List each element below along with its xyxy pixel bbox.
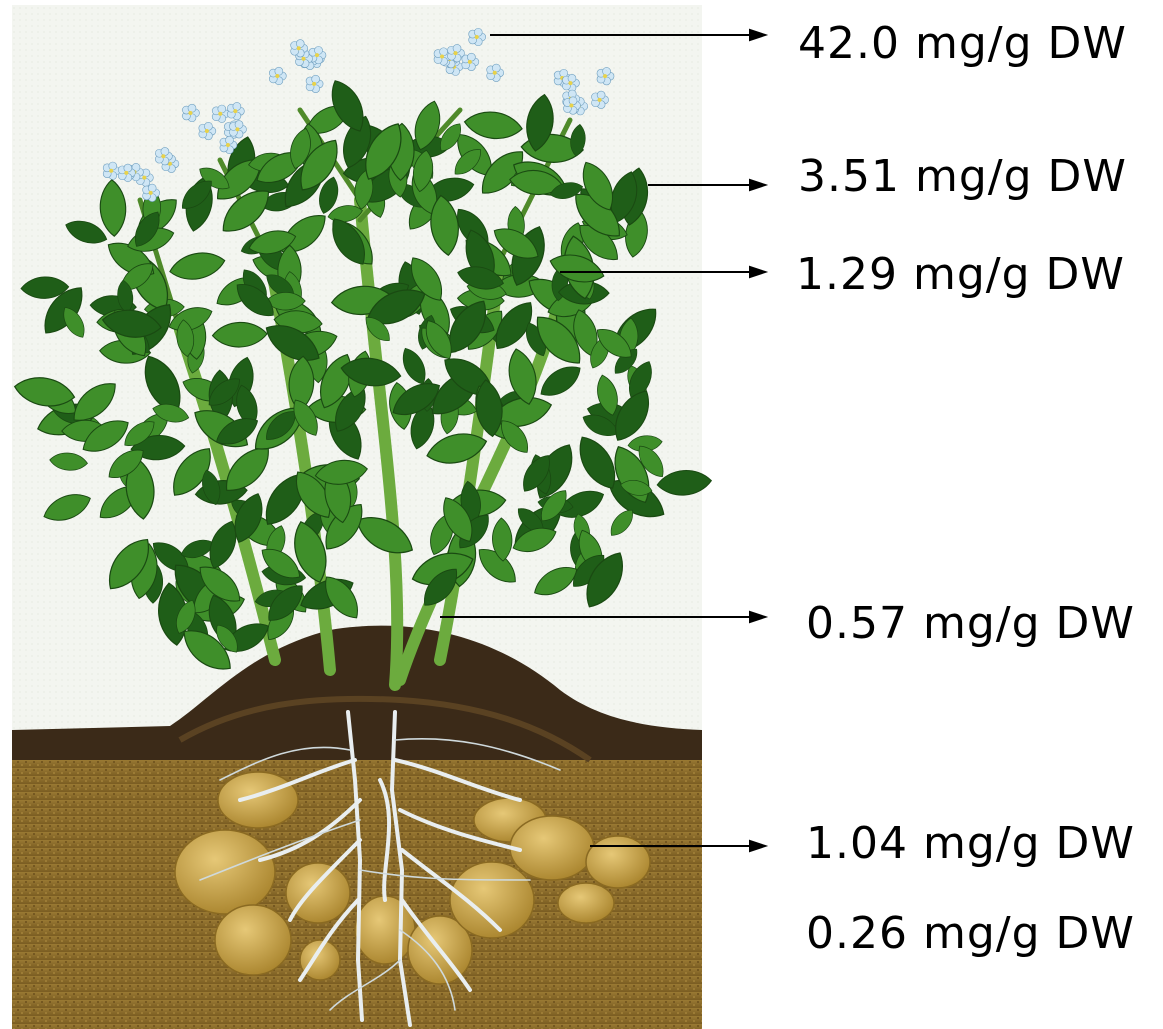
flower-center	[235, 127, 239, 131]
label-stem: 0.57 mg/g DW	[806, 602, 1135, 646]
flower-center	[233, 109, 237, 113]
flower-center	[453, 51, 457, 55]
arrowhead-icon	[750, 267, 765, 277]
flower-petal	[204, 122, 212, 130]
flower-petal	[603, 67, 611, 75]
arrowhead-icon	[750, 612, 765, 622]
flower-center	[205, 129, 209, 133]
flower-petal	[188, 104, 196, 112]
flower-petal	[161, 147, 169, 155]
arrowhead-icon	[750, 180, 765, 190]
flower-petal	[109, 162, 117, 170]
flower-center	[475, 35, 479, 39]
flower-center	[568, 81, 572, 85]
flower-center	[493, 71, 497, 75]
flower-center	[161, 154, 165, 158]
flower-petal	[312, 75, 320, 83]
flower-petal	[492, 64, 500, 72]
flower-petal	[597, 91, 605, 99]
flower-center	[440, 55, 444, 59]
flower-center	[124, 171, 128, 175]
flower-center	[315, 53, 319, 57]
label-tuber-peel: 1.04 mg/g DW	[806, 822, 1135, 866]
flower-center	[603, 74, 607, 78]
flower-center	[188, 111, 192, 115]
flower-petal	[275, 67, 283, 75]
flower-center	[598, 98, 602, 102]
flower-center	[149, 191, 153, 195]
label-tuber-flesh: 0.26 mg/g DW	[806, 912, 1135, 956]
flower-center	[275, 74, 279, 78]
arrowhead-icon	[750, 30, 765, 40]
flower-petal	[474, 28, 482, 36]
flower-center	[302, 57, 306, 61]
flower-petal	[218, 105, 226, 113]
flower-petal	[568, 74, 576, 82]
flower-center	[468, 60, 472, 64]
flower-petal	[296, 40, 304, 48]
flower-petal	[315, 46, 323, 54]
flower-petal	[569, 97, 577, 105]
label-lower-leaves: 1.29 mg/g DW	[796, 253, 1125, 297]
flower-petal	[148, 184, 156, 192]
flower-center	[312, 82, 316, 86]
flower-petal	[124, 164, 132, 172]
flower-petal	[225, 136, 233, 144]
arrowhead-icon	[750, 841, 765, 851]
flower-petal	[233, 102, 241, 110]
flower-center	[297, 46, 301, 50]
flower-petal	[453, 44, 461, 52]
flower-center	[142, 176, 146, 180]
flower-petal	[467, 53, 475, 61]
label-flowers: 42.0 mg/g DW	[798, 22, 1127, 66]
flower-center	[218, 112, 222, 116]
flower-center	[109, 169, 113, 173]
flower-petal	[440, 48, 448, 56]
flower-center	[226, 143, 230, 147]
flower-petal	[235, 121, 243, 129]
label-upper-leaves: 3.51 mg/g DW	[798, 155, 1127, 199]
flower-center	[569, 104, 573, 108]
